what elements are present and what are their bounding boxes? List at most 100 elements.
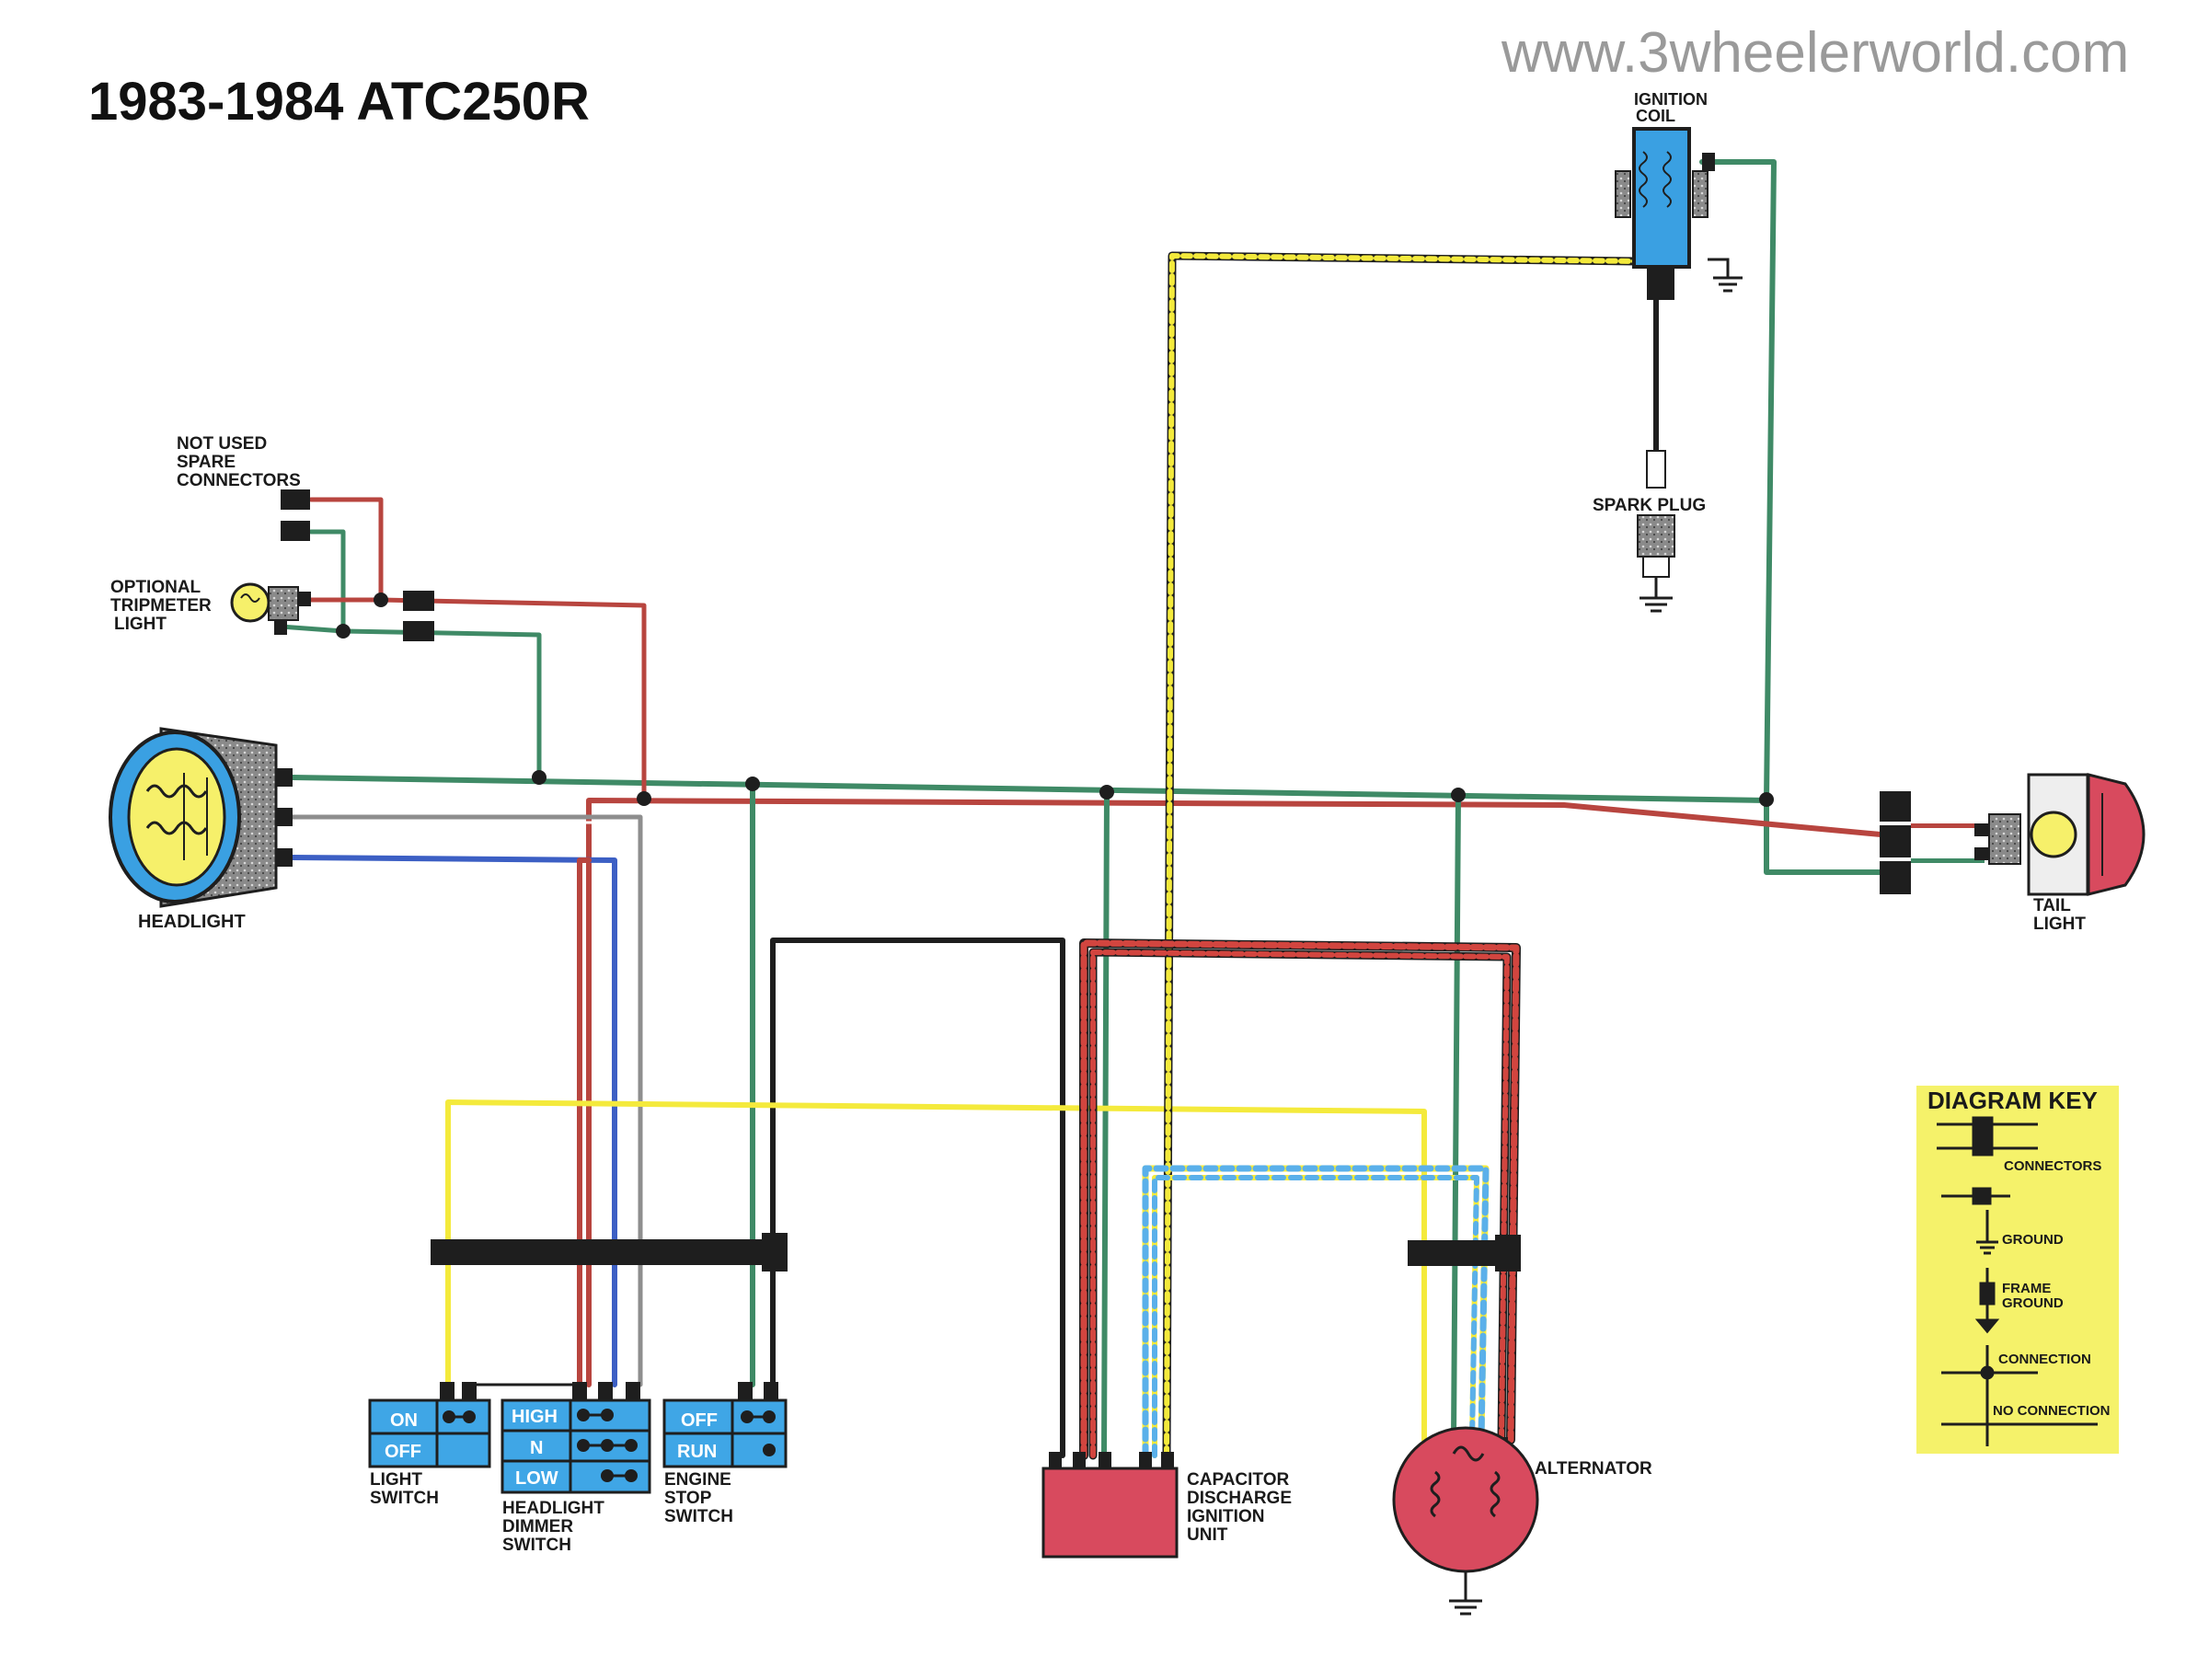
diagram-key-title: DIAGRAM KEY [1927,1087,2098,1114]
wire-yellow-light [445,1099,1427,1443]
stop-pos-run: RUN [677,1442,717,1462]
website-watermark: www.3wheelerworld.com [1501,21,2129,85]
cdi-label-2: DISCHARGE [1187,1489,1292,1508]
key-no-connection-label: NO CONNECTION [1993,1403,2111,1419]
dimmer-pos-high: HIGH [512,1407,558,1427]
diagram-key: DIAGRAM KEY CONNECTORS GROUND FRAME GROU… [1916,1086,2119,1454]
key-frame-label: FRAME [2002,1281,2051,1296]
key-frame-ground-icon [1974,1268,2000,1334]
wire-black-stop [770,938,1065,1458]
alternator: ALTERNATOR [1392,1426,1652,1616]
junction-dot [637,791,651,806]
junction-dot [1451,788,1466,802]
headlight-connector [276,848,293,867]
spare-label-3: CONNECTORS [177,471,301,490]
spark-plug-ground-icon [1639,577,1673,613]
tripmeter-label-2: TRIPMETER [110,596,212,616]
spare-connectors-label: NOT USED SPARE CONNECTORS [177,434,301,490]
ignition-coil-body [1632,127,1691,269]
tripmeter-bulb [230,582,270,623]
headlight: HEADLIGHT [109,727,278,932]
wire-green-cdi [1101,790,1110,1458]
engine-stop-switch: OFF RUN ENGINE STOP SWITCH [662,1382,788,1526]
tripmeter-connector [403,591,434,611]
dimmer-pos-n: N [530,1438,543,1458]
wire-yellow-black-coil [1162,251,1646,1460]
junction-dot [745,777,760,791]
junction-points [336,593,1774,807]
dimmer-label-1: HEADLIGHT [502,1499,604,1518]
light-switch-label-2: SWITCH [370,1489,439,1508]
dimmer-pos-low: LOW [515,1468,558,1489]
ignition-coil: IGNITION COIL [1615,90,1743,300]
ignition-coil-label-2: COIL [1636,107,1675,125]
key-frame-ground-label: GROUND [2002,1295,2064,1311]
tail-connector [1880,791,1911,894]
spare-label-2: SPARE [177,453,236,472]
tail-light-label-2: LIGHT [2033,915,2086,934]
wire-green-coil [1699,159,1777,803]
tripmeter-connector [403,621,434,641]
wire-blue-headlight [290,855,617,1387]
stop-label-2: STOP [664,1489,712,1508]
tail-light-label-1: TAIL [2033,896,2071,915]
ignition-coil-label-1: IGNITION [1634,90,1708,109]
stop-pos-off: OFF [681,1410,718,1431]
tail-light: TAIL LIGHT [1911,773,2146,934]
key-connector-symbol [1937,1116,2038,1205]
headlight-connector [276,808,293,826]
junction-dot [336,624,351,639]
stop-label-3: SWITCH [664,1507,733,1526]
diagram-title: 1983-1984 ATC250R [88,72,590,132]
key-no-connection-symbol [1941,1403,2098,1446]
alternator-ground-icon [1449,1599,1482,1616]
key-connection-label: CONNECTION [1998,1352,2091,1367]
tail-bulb [2030,811,2077,858]
diagram-key-panel [1916,1086,2119,1454]
connector-blocks [276,489,1911,1272]
cdi-label-3: IGNITION [1187,1507,1264,1526]
headlight-lens [127,747,226,887]
wire-white-headlight [290,814,643,1387]
wire-red-dimmer [577,857,592,1387]
junction-dot [374,593,388,607]
light-switch-pos-off: OFF [385,1442,421,1462]
key-connectors-label: CONNECTORS [2004,1158,2101,1174]
headlight-connector [276,768,293,787]
spark-plug-label: SPARK PLUG [1593,496,1706,515]
wire-green-spare [308,529,542,780]
harness-clamp [431,1239,771,1265]
spark-plug: SPARK PLUG [1593,450,1706,613]
alternator-label: ALTERNATOR [1535,1459,1652,1479]
harness-clamp [1408,1240,1504,1266]
junction-dot [1099,785,1114,800]
key-ground-label: GROUND [2002,1232,2064,1248]
dimmer-label-2: DIMMER [502,1517,573,1536]
spare-connector [281,521,310,541]
stop-label-1: ENGINE [664,1470,731,1490]
spare-label-1: NOT USED [177,434,267,454]
wire-green-main [290,775,1893,875]
cdi-unit: CAPACITOR DISCHARGE IGNITION UNIT [1041,1452,1292,1559]
headlight-dimmer-switch: HIGH N LOW HEADLIGHT DIMMER SWITCH [500,1382,651,1555]
headlight-label: HEADLIGHT [138,912,246,932]
key-connection-symbol [1941,1345,2038,1403]
wire-red-main [586,798,1893,1387]
wire-tripmeter-green [278,624,346,634]
junction-dot [532,770,546,785]
junction-dot [1759,792,1774,807]
tripmeter-light: OPTIONAL TRIPMETER LIGHT [110,578,311,635]
cdi-label-1: CAPACITOR [1187,1470,1289,1490]
dimmer-label-3: SWITCH [502,1536,571,1555]
key-ground-icon [1976,1210,1998,1255]
light-switch-label-1: LIGHT [370,1470,422,1490]
light-switch-pos-on: ON [390,1410,418,1431]
cdi-label-4: UNIT [1187,1525,1228,1545]
spare-connector [281,489,310,510]
light-switch: ON OFF LIGHT SWITCH [368,1382,491,1508]
wire-blue-yellow-alt [1142,1165,1490,1459]
tripmeter-label-1: OPTIONAL [110,578,201,597]
cdi-body [1041,1467,1179,1559]
wire-green-alt [1451,793,1461,1443]
